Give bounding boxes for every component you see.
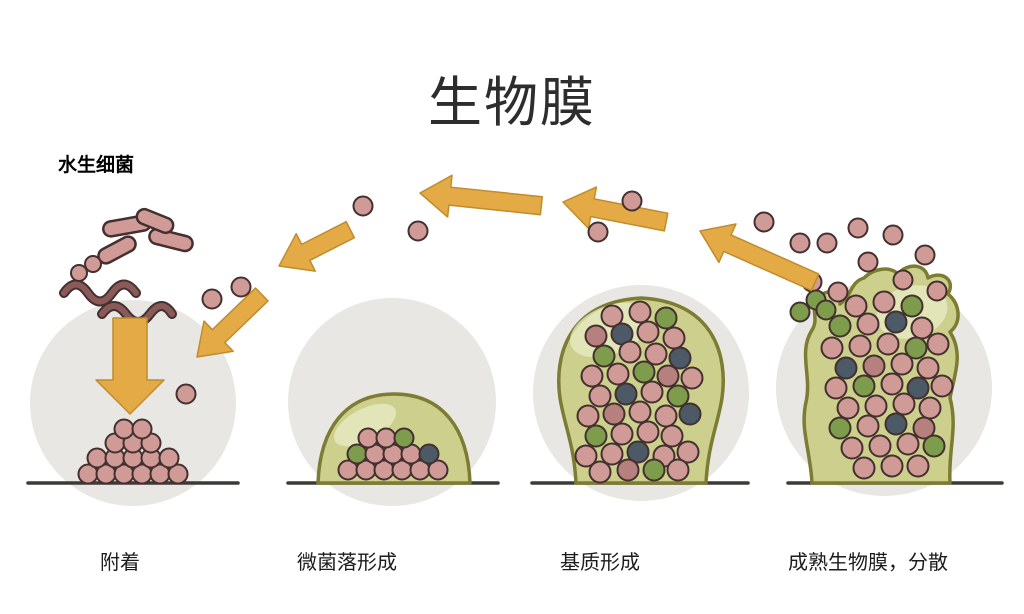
stage1-label: 附着: [100, 552, 140, 574]
cycle-arrow-left-icon: [419, 174, 544, 218]
cycle-arrow-upleft-icon: [699, 223, 820, 292]
stage2-label: 微菌落形成: [297, 552, 397, 574]
rod-bacteria-group: [97, 207, 194, 265]
page-title: 生物膜: [428, 73, 596, 133]
cycle-arrow-downleft-icon: [278, 220, 356, 272]
free-cells-group: [70, 255, 102, 282]
aquatic-bacteria-label: 水生细菌: [58, 155, 135, 176]
cycle-arrow-downleft-icon: [196, 287, 269, 358]
stage4-label: 成熟生物膜，分散: [788, 552, 948, 574]
stage2-microcolony-group: [316, 392, 472, 485]
stage4-mature-group: [789, 217, 960, 485]
dome-cells-group: [337, 427, 449, 481]
cycle-cells-group: [175, 190, 811, 405]
attached-cell-pile-group: [77, 418, 189, 485]
mature-cells-group: [820, 290, 954, 480]
cycle-arrow-left-icon: [562, 186, 669, 232]
stage3-matrix-group: [557, 296, 725, 485]
cycle-arrows-group: [95, 174, 820, 415]
matrix-cells-group: [574, 300, 704, 484]
attachment-down-arrow-icon: [95, 317, 165, 415]
stage3-label: 基质形成: [560, 552, 640, 574]
